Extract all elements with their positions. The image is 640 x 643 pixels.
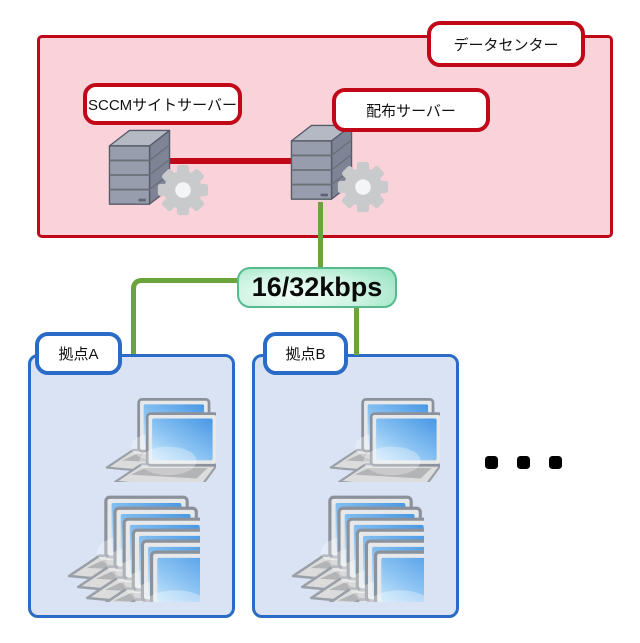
laptop-stack-icon [284, 484, 424, 602]
wan-line-server-to-badge [318, 202, 323, 268]
sccm-server-label: SCCMサイトサーバー [83, 83, 242, 125]
bandwidth-label-text: 16/32kbps [251, 272, 383, 302]
laptop-pair-icon [312, 396, 440, 482]
site-a-label: 拠点A [35, 332, 122, 375]
server-link-line [165, 158, 295, 164]
site-a-label-text: 拠点A [58, 346, 99, 363]
ellipsis-dot [517, 456, 530, 469]
distribution-server-label-text: 配布サーバー [366, 102, 456, 120]
gear-icon [337, 161, 389, 213]
wan-line-to-site-b [354, 307, 359, 355]
site-b-label: 拠点B [263, 332, 348, 375]
ellipsis-dot [485, 456, 498, 469]
laptop-pair-icon [88, 396, 216, 482]
distribution-server-label: 配布サーバー [332, 88, 490, 132]
ellipsis-dot [549, 456, 562, 469]
datacenter-label: データセンター [427, 21, 585, 67]
laptop-stack-icon [60, 484, 200, 602]
gear-icon [157, 164, 209, 216]
site-b-label-text: 拠点B [285, 346, 326, 363]
datacenter-label-text: データセンター [453, 36, 559, 54]
more-sites-ellipsis [485, 456, 575, 474]
sccm-server-label-text: SCCMサイトサーバー [87, 96, 238, 114]
bandwidth-badge: 16/32kbps [237, 267, 397, 308]
wan-line-to-site-a [131, 278, 237, 354]
